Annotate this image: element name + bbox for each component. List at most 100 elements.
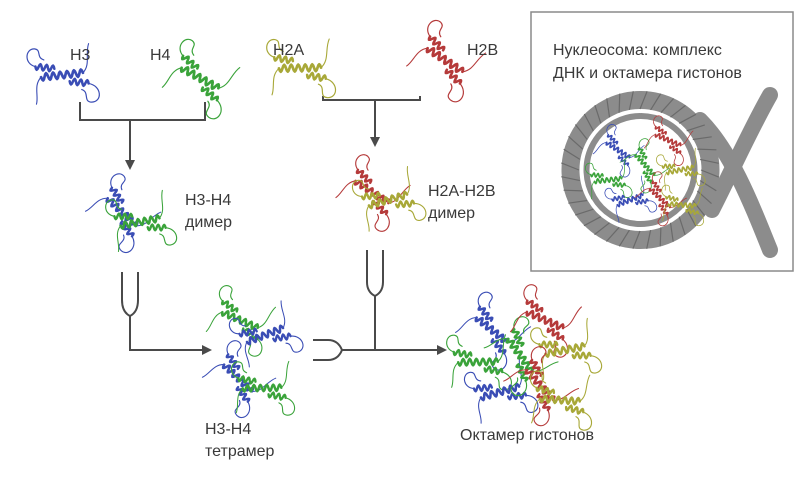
dna-groove-mark <box>659 227 662 247</box>
dimer-to-tetramer-arrow <box>129 316 212 355</box>
tetramer-h3-bottom-helix-short2 <box>235 385 251 403</box>
dna-groove-mark <box>561 176 581 182</box>
dna-groove-mark <box>686 124 705 132</box>
nucleosome-h3-a-helix-short1 <box>606 133 619 145</box>
h4-monomer-loop2 <box>205 99 222 120</box>
h3h4-dimer-h3-tail1 <box>84 197 109 212</box>
dna-groove-mark <box>594 105 602 124</box>
h2b-monomer-loop2 <box>447 82 464 103</box>
octamer-h2a-b-tail1 <box>531 398 541 424</box>
h2a-h2b-merge-line <box>322 96 421 101</box>
dna-exit-strand-2 <box>704 87 778 218</box>
h3-monomer-loop2 <box>81 82 100 103</box>
octamer-h4-a-helix-long <box>456 357 500 367</box>
label-octamer: Октамер гистонов <box>460 427 594 444</box>
nucleosome-h3-b-helix-short1 <box>611 194 625 202</box>
h2ah2b-dimer-h2b-loop2 <box>374 213 390 232</box>
octamer-h4-a-loop1 <box>446 334 463 353</box>
h3-monomer-helix-short2 <box>68 77 90 88</box>
inset-title-line2: ДНК и октамера гистонов <box>553 65 742 82</box>
nucleosome-h4-b-helix-long <box>634 153 656 177</box>
nucleosome-h2b-b-helix-short1 <box>651 180 662 193</box>
nucleosome-h3-b-loop2 <box>644 200 658 213</box>
nucleosome-h3-b-loop1 <box>604 187 617 200</box>
h3-monomer-tail1 <box>35 76 42 105</box>
octamer-h4-b-loop1 <box>513 316 530 334</box>
labels: H3 H4 H2A H2B H3-H4 димер H2A-H2B димер … <box>70 42 594 460</box>
nucleosome-h2a-a-helix-short2 <box>684 170 699 177</box>
octamer-h2b-a-tail2 <box>562 306 582 329</box>
h2a-h2b-fork-top <box>366 250 384 298</box>
tetramer-h4-bottom-tail2 <box>280 360 290 389</box>
octamer-h2a-a-loop2 <box>584 355 603 374</box>
nucleosome-h2a-a <box>656 147 706 191</box>
octamer-h2b-b-loop2 <box>533 407 550 427</box>
h3h4-dimer-h3 <box>84 173 162 254</box>
nucleosome-h2b-b-loop2 <box>657 213 669 227</box>
h3h4-dimer-h3-loop1 <box>110 173 126 191</box>
octamer-h2a-a-helix-long <box>544 342 586 358</box>
h2a-monomer-helix-long <box>277 62 323 74</box>
dna-groove-mark <box>700 169 719 178</box>
tetramer-h4-bottom-helix-long <box>241 383 283 393</box>
octamer-h3-b-tail1 <box>478 396 482 424</box>
tetramer-h3-bottom-loop1 <box>226 340 242 357</box>
h3h4-dimer-h4-helix-long <box>119 214 161 230</box>
dna-groove-mark <box>583 113 594 132</box>
nucleosome-h2a-a-loop2 <box>693 173 706 187</box>
octamer-h4-a-tail1 <box>451 361 459 388</box>
nucleosome-h3-a-loop1 <box>606 124 617 136</box>
h2b-monomer-helix-short2 <box>444 68 463 85</box>
h3h4-dimer-h3-helix-short1 <box>109 186 125 204</box>
nucleosome-h2b-a-loop2 <box>673 152 684 166</box>
nucleosome-h2b-a <box>643 115 694 166</box>
octamer-h2b-b-loop1 <box>530 346 547 364</box>
dna-ring-inner <box>583 113 698 227</box>
tetramer-h4-top-helix-long <box>220 309 260 331</box>
dna-groove-mark <box>670 104 686 118</box>
nucleosome-h4-b-tail1 <box>619 154 637 163</box>
h3-monomer-tail2 <box>82 43 90 74</box>
h3h4-dimer-h4-loop1 <box>105 199 123 217</box>
nucleosome-h2a-a-helix-short1 <box>661 163 676 170</box>
h4-monomer-helix-short1 <box>180 54 200 70</box>
tetramer-h3-top-helix-short2 <box>272 332 292 343</box>
octamer-h4-a-helix-short2 <box>483 365 504 376</box>
octamer-h2a-b-helix-short1 <box>535 385 556 396</box>
h2a-monomer-helix-short1 <box>272 54 295 65</box>
dna-groove-mark <box>678 216 686 235</box>
h2ah2b-dimer-h2b-tail1 <box>335 180 357 199</box>
nucleosome-h4-b-helix-short1 <box>637 146 648 160</box>
label-h2ah2b-dimer-line2: димер <box>428 205 475 222</box>
nucleosome-illustration <box>561 87 778 258</box>
nucleosome-h4-b-tail2 <box>653 167 672 176</box>
dna-groove-mark <box>650 93 662 111</box>
h2b-monomer-helix-long <box>425 46 465 74</box>
octamer-h4-a-helix-short1 <box>452 348 473 359</box>
h2a-monomer <box>266 38 337 99</box>
nucleosome-h3-b-helix-short2 <box>635 198 649 206</box>
tetramer-h3-bottom-loop2 <box>234 399 251 419</box>
h4-monomer-helix-short2 <box>200 86 220 102</box>
h4-monomer-tail2 <box>217 66 241 89</box>
dna-groove-mark <box>628 91 634 111</box>
dna-groove-mark <box>646 229 652 249</box>
octamer-h2b-a-loop2 <box>553 338 569 358</box>
nucleosome-h2b-b <box>634 171 687 227</box>
nucleosome-h4-a-loop2 <box>620 185 633 198</box>
dna-groove-mark <box>669 222 674 242</box>
nucleosome-h4-a-loop1 <box>584 162 597 175</box>
octamer-h3-b-helix-short1 <box>472 383 494 393</box>
h2a-monomer-loop2 <box>317 78 337 99</box>
tetramer-h3-bottom <box>201 340 277 419</box>
octamer-h4-b-loop2 <box>510 377 528 397</box>
h4-monomer <box>161 38 241 120</box>
tetramer-h4-top-helix-short1 <box>220 299 239 313</box>
nucleosome-h3-a-helix-long <box>605 141 631 159</box>
h2b-monomer-helix-short1 <box>427 35 446 52</box>
octamer-h2a-b-helix-short2 <box>564 404 585 415</box>
nucleosome-h3-a-tail2 <box>628 145 645 158</box>
h2ah2b-dimer-h2a-helix-short1 <box>360 191 382 201</box>
tetramer-h4-top-loop2 <box>248 338 263 357</box>
h2a-monomer-tail1 <box>271 67 280 96</box>
